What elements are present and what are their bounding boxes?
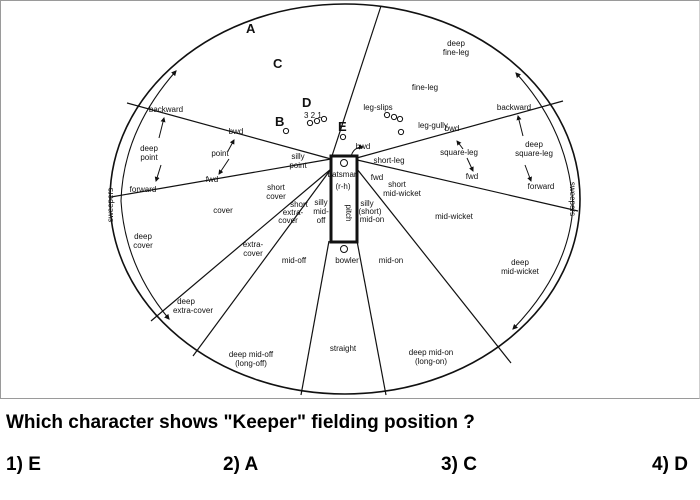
label-short-mid-wicket-2: mid-wicket <box>383 189 422 198</box>
label-short-cover-1: short <box>267 183 286 192</box>
option-1[interactable]: 1) E <box>6 454 41 476</box>
label-silly-mid-on-1: silly <box>360 199 373 208</box>
label-forward-right: forward <box>528 182 555 191</box>
label-deep-mid-wicket-1: deep <box>511 258 529 267</box>
label-short-extra-cover-2: extra- <box>283 208 304 217</box>
label-deep-fine-leg-1: deep <box>447 39 465 48</box>
label-mid-off: mid-off <box>282 256 307 265</box>
label-leg-gully: leg-gully <box>418 121 448 130</box>
fielder-markers <box>282 111 405 141</box>
label-bwd-square: bwd <box>445 124 460 133</box>
label-silly-point-2: point <box>289 161 307 170</box>
letter-d: D <box>302 95 311 110</box>
label-deep-point-2: point <box>140 153 158 162</box>
label-backward-left: backward <box>149 105 183 114</box>
cricket-field-diagram: pitch A C D B E 3 2 1 deep fine-leg <box>106 3 581 396</box>
sweeper-arrows <box>120 70 574 330</box>
label-sweepers-left: sweepers <box>106 188 115 222</box>
pitch-strip: pitch <box>329 154 359 253</box>
label-bowler: bowler <box>335 256 359 265</box>
label-deep-cover-2: cover <box>133 241 153 250</box>
label-deep-mid-on-2: (long-on) <box>415 357 447 366</box>
label-mid-wicket: mid-wicket <box>435 212 474 221</box>
label-forward-left: forward <box>130 185 157 194</box>
label-leg-slips: leg-slips <box>363 103 392 112</box>
label-mid-on: mid-on <box>379 256 403 265</box>
sector-lines <box>110 5 579 396</box>
position-labels: deep fine-leg fine-leg leg-slips leg-gul… <box>130 39 555 368</box>
label-backward-right: backward <box>497 103 531 112</box>
label-square-leg: square-leg <box>440 148 478 157</box>
letter-a: A <box>246 21 256 36</box>
pitch-label: pitch <box>344 205 353 222</box>
label-short-extra-cover-3: cover <box>278 216 298 225</box>
fielding-diagram-frame: pitch A C D B E 3 2 1 deep fine-leg <box>0 0 700 399</box>
label-silly-mid-on-2: (short) <box>358 207 381 216</box>
label-silly-mid-off-2: mid- <box>313 207 329 216</box>
letter-b: B <box>275 114 284 129</box>
slip-numbers: 3 2 1 <box>304 111 322 120</box>
label-deep-square-leg-2: square-leg <box>515 149 553 158</box>
option-1-number: 1) <box>6 454 23 475</box>
label-point: point <box>211 149 229 158</box>
label-deep-point-1: deep <box>140 144 158 153</box>
label-rh: (r-h) <box>335 182 350 191</box>
label-deep-extra-cover-1: deep <box>177 297 195 306</box>
label-silly-mid-off-3: off <box>317 216 327 225</box>
label-batsman: batsman <box>328 170 359 179</box>
question-text: Which character shows "Keeper" fielding … <box>6 412 475 433</box>
label-deep-mid-wicket-2: mid-wicket <box>501 267 540 276</box>
label-short-cover-2: cover <box>266 192 286 201</box>
option-2[interactable]: 2) A <box>223 454 258 476</box>
label-deep-extra-cover-2: extra-cover <box>173 306 213 315</box>
label-bwd-point: bwd <box>229 127 244 136</box>
label-short-extra-cover-1: short <box>290 200 309 209</box>
label-short-leg: short-leg <box>373 156 404 165</box>
label-bwd-batsman: bwd <box>356 142 371 151</box>
direction-arrows <box>154 115 532 182</box>
label-fwd-square: fwd <box>466 172 478 181</box>
label-fine-leg: fine-leg <box>412 83 438 92</box>
letter-e: E <box>338 119 347 134</box>
label-silly-mid-on-3: mid-on <box>360 215 384 224</box>
label-short-mid-wicket-1: short <box>388 180 407 189</box>
label-straight: straight <box>330 344 357 353</box>
option-3[interactable]: 3) C <box>441 454 477 476</box>
option-3-answer: C <box>463 454 477 475</box>
field-boundary <box>109 3 581 395</box>
label-sweepers-right: sweepers <box>568 182 577 216</box>
option-4[interactable]: 4) D <box>652 454 688 476</box>
option-4-number: 4) <box>652 454 669 475</box>
label-deep-fine-leg-2: fine-leg <box>443 48 469 57</box>
letter-c: C <box>273 56 283 71</box>
option-2-number: 2) <box>223 454 240 475</box>
label-fwd-batsman: fwd <box>371 173 383 182</box>
label-extra-cover-2: cover <box>243 249 263 258</box>
label-extra-cover-1: extra- <box>243 240 264 249</box>
label-cover: cover <box>213 206 233 215</box>
option-3-number: 3) <box>441 454 458 475</box>
label-silly-mid-off-1: silly <box>314 198 327 207</box>
label-deep-mid-on-1: deep mid-on <box>409 348 453 357</box>
label-silly-point-1: silly <box>291 152 304 161</box>
option-2-answer: A <box>244 454 259 475</box>
label-fwd-point: fwd <box>206 175 218 184</box>
option-1-answer: E <box>28 454 41 475</box>
label-deep-mid-off-1: deep mid-off <box>229 350 274 359</box>
label-deep-square-leg-1: deep <box>525 140 543 149</box>
option-4-answer: D <box>674 454 688 475</box>
label-deep-cover-1: deep <box>134 232 152 241</box>
label-deep-mid-off-2: (long-off) <box>235 359 267 368</box>
